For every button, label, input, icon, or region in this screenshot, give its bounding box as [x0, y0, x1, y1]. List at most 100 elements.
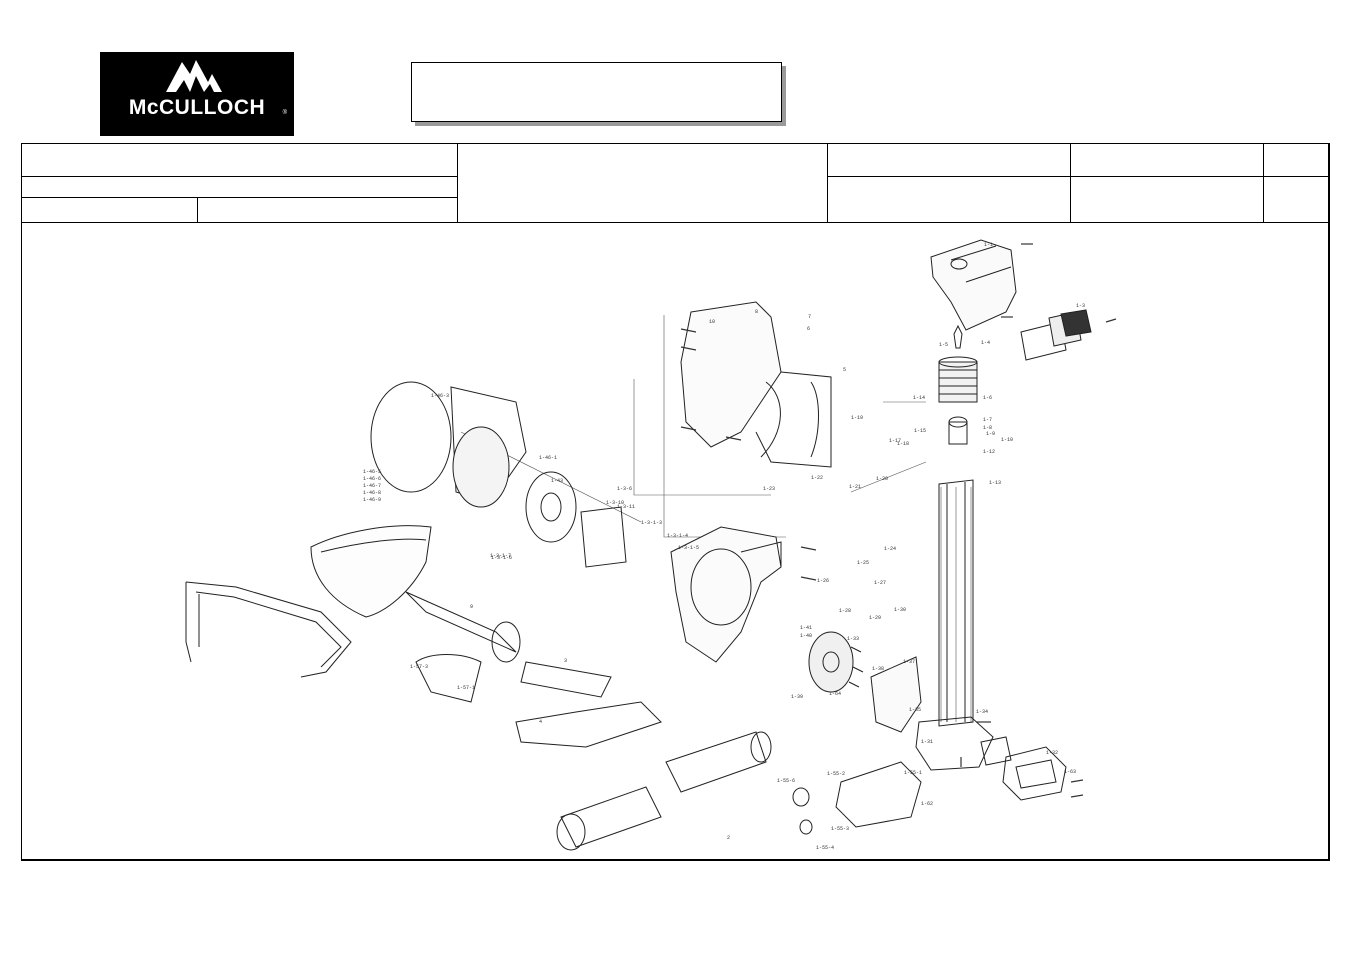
label-1-5: 1-5	[939, 342, 948, 348]
label-1-55-6: 1-55-6	[777, 778, 795, 784]
label-1-17: 1-17	[889, 438, 901, 444]
label-1-46-7: 1-46-7	[363, 483, 381, 489]
label-1-27: 1-27	[874, 580, 886, 586]
flywheel-part	[808, 631, 864, 693]
label-1-24: 1-24	[884, 546, 896, 552]
label-1-10: 1-10	[1001, 437, 1013, 443]
label-1-13: 1-13	[989, 480, 1001, 486]
title-box	[411, 62, 782, 122]
air-filter-part	[1002, 746, 1067, 801]
assembly-guide-lines	[460, 315, 972, 722]
label-1-25: 1-25	[857, 560, 869, 566]
header-cell-description	[21, 176, 458, 198]
label-1-3-1-7: 1-3-1-7	[490, 553, 511, 559]
label-1-55-4: 1-55-4	[816, 845, 834, 851]
screws-group	[680, 243, 1117, 798]
label-7: 7	[808, 314, 811, 320]
blower-tubes-part	[405, 591, 772, 851]
part-labels: 1-1 1-3 1-4 1-5 1-6 1-7 1-8 1-9 1-10 1-1…	[363, 242, 1085, 851]
vacuum-bag-part	[310, 525, 432, 618]
label-1-63: 1-63	[1064, 769, 1076, 775]
label-1-43: 1-43	[551, 478, 563, 484]
diagram-area-border	[21, 222, 1329, 860]
label-1-46-1: 1-46-1	[539, 455, 557, 461]
label-1-3-11: 1-3-11	[617, 504, 635, 510]
header-cell-code	[21, 197, 198, 223]
header-cell-doc-value	[827, 176, 1071, 223]
label-1-46-9: 1-46-9	[363, 497, 381, 503]
label-1-41: 1-41	[800, 625, 812, 631]
label-1-8: 1-8	[983, 425, 992, 431]
label-1-55-3: 1-55-3	[831, 826, 849, 832]
label-1-7: 1-7	[983, 417, 992, 423]
label-1-3-1-4: 1-3-1-4	[667, 533, 688, 539]
label-1-26: 1-26	[817, 578, 829, 584]
label-1-1: 1-1	[984, 242, 993, 248]
label-1-12: 1-12	[983, 449, 995, 455]
vacuum-pipe-part	[185, 581, 352, 678]
blower-housing-right-part	[670, 526, 782, 663]
label-1-55-1: 1-55-1	[904, 770, 922, 776]
label-1-21: 1-21	[849, 484, 861, 490]
header-cell-doc	[827, 143, 1071, 177]
label-1-32: 1-32	[1046, 750, 1058, 756]
label-1-3-1-5: 1-3-1-5	[678, 545, 699, 551]
mcculloch-logo: McCULLOCH ®	[100, 52, 294, 136]
engine-cover-part	[930, 239, 1092, 361]
recoil-cover-part	[870, 656, 922, 733]
label-1-9: 1-9	[986, 431, 995, 437]
label-1-38: 1-38	[872, 666, 884, 672]
label-1-28: 1-28	[839, 608, 851, 614]
label-1-19: 1-19	[851, 415, 863, 421]
header-cell-rev-value	[1263, 176, 1329, 223]
label-2: 2	[727, 835, 730, 841]
label-1-57-3: 1-57-3	[410, 664, 428, 670]
label-3: 3	[564, 658, 567, 664]
blower-housing-upper-part	[680, 301, 832, 468]
label-1-35: 1-35	[909, 707, 921, 713]
label-1-15: 1-15	[914, 428, 926, 434]
label-1-3-6: 1-3-6	[617, 486, 632, 492]
label-1-20: 1-20	[876, 476, 888, 482]
label-1-57-1: 1-57-1	[457, 685, 475, 691]
label-4: 4	[539, 719, 542, 725]
handle-part	[415, 654, 482, 703]
logo-mountain-icon	[166, 60, 222, 92]
muffler-part	[792, 761, 922, 835]
label-1-46-6: 1-46-6	[363, 476, 381, 482]
label-1-18: 1-18	[897, 441, 909, 447]
label-1-29: 1-29	[869, 615, 881, 621]
label-1-64: 1-64	[829, 691, 841, 697]
label-1-39: 1-39	[791, 694, 803, 700]
label-1-46-3: 1-46-3	[431, 393, 449, 399]
header-cell-date	[1070, 143, 1264, 177]
label-1-37: 1-37	[903, 659, 915, 665]
label-9: 9	[470, 604, 473, 610]
label-1-46-8: 1-46-8	[363, 490, 381, 496]
label-1-46-5: 1-46-5	[363, 469, 381, 475]
label-1-3-1-3: 1-3-1-3	[641, 520, 662, 526]
label-1-40: 1-40	[800, 633, 812, 639]
header-cell-name	[197, 197, 458, 223]
header-cell-center	[457, 143, 828, 223]
label-1-3: 1-3	[1076, 303, 1085, 309]
header-cell-model	[21, 143, 458, 177]
exploded-parts-diagram: 1-1 1-3 1-4 1-5 1-6 1-7 1-8 1-9 1-10 1-1…	[185, 239, 1117, 851]
registered-mark: ®	[282, 110, 287, 116]
label-1-3-10: 1-3-10	[606, 500, 624, 506]
label-1-34: 1-34	[976, 709, 988, 715]
label-1-23: 1-23	[763, 486, 775, 492]
label-1-31: 1-31	[921, 739, 933, 745]
label-1-33: 1-33	[847, 636, 859, 642]
label-1-4: 1-4	[981, 340, 990, 346]
label-10: 10	[709, 319, 715, 325]
label-6: 6	[807, 326, 810, 332]
label-1-22: 1-22	[811, 475, 823, 481]
label-1-30: 1-30	[894, 607, 906, 613]
header-cell-rev	[1263, 143, 1329, 177]
label-1-14: 1-14	[913, 395, 925, 401]
label-1-55-2: 1-55-2	[827, 771, 845, 777]
brand-name: McCULLOCH	[128, 96, 266, 119]
long-tube-part	[915, 479, 1012, 771]
label-5: 5	[843, 367, 846, 373]
